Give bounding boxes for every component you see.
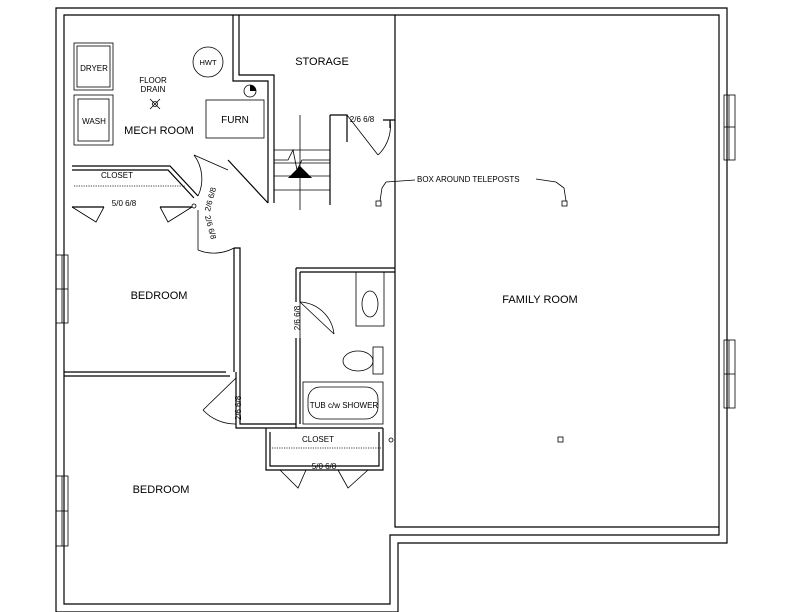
hot-water-tank-icon <box>192 46 224 78</box>
interior-walls <box>64 15 719 528</box>
room-label-storage: STORAGE <box>295 56 349 68</box>
outlet-icon-2 <box>388 437 394 443</box>
doors <box>71 114 391 489</box>
bath-fixtures <box>302 271 385 425</box>
door-label-mech: 2/6 6/8 <box>203 186 218 212</box>
room-label-bedroom2: BEDROOM <box>133 484 190 496</box>
window-right-top <box>723 94 736 161</box>
room-label-mech: MECH ROOM <box>124 125 194 137</box>
window-left-bottom <box>55 475 69 547</box>
outlets <box>191 203 394 443</box>
toilet-tank-icon <box>372 346 384 375</box>
labels: STORAGE MECH ROOM FAMILY ROOM BEDROOM BE… <box>80 56 578 496</box>
door-label-storage: 2/6 6/8 <box>350 115 375 124</box>
floor-drain-icon <box>149 98 161 110</box>
furnace-icon <box>205 99 265 139</box>
closet-label-1: CLOSET <box>101 171 133 180</box>
fixture-label-dryer: DRYER <box>80 64 108 73</box>
telepost-right-icon <box>561 200 568 207</box>
outlet-icon-1 <box>191 203 197 209</box>
exterior-walls <box>55 7 728 612</box>
fixture-label-wash: WASH <box>82 117 106 126</box>
stairs <box>274 115 330 210</box>
storage-door <box>346 114 391 156</box>
window-right-bottom <box>723 339 736 409</box>
bath-door <box>299 301 335 338</box>
fixture-label-drain: DRAIN <box>141 85 166 94</box>
closet-rods <box>74 185 381 449</box>
vanity-icon <box>355 271 385 327</box>
tub-icon <box>302 381 384 425</box>
bedroom1-door <box>197 210 235 254</box>
door-label-bedroom1: 2/6 6/8 <box>203 214 218 240</box>
room-label-bedroom1: BEDROOM <box>131 290 188 302</box>
door-label-bedroom2: 2/6 6/8 <box>234 395 243 420</box>
door-label-closet2: 5/0 6/8 <box>312 462 337 471</box>
fixture-label-furn: FURN <box>221 115 249 126</box>
telepost-left-icon <box>375 200 382 207</box>
telepost-bottom-icon <box>557 436 564 443</box>
stair-arrow-icon <box>288 166 312 178</box>
teleposts <box>375 178 568 443</box>
bedroom2-door <box>202 377 237 425</box>
mech-fixtures <box>73 42 265 146</box>
door-label-closet1: 5/0 6/8 <box>112 199 137 208</box>
fixture-label-tub: TUB c/w SHOWER <box>310 401 379 410</box>
stair-break-line <box>274 148 330 172</box>
door-label-bath: 2/6 6/8 <box>293 305 302 330</box>
closet1-doors <box>71 206 193 223</box>
fixture-label-hwt: HWT <box>199 58 216 67</box>
sink-icon <box>361 290 379 318</box>
dryer-icon <box>73 42 114 91</box>
closet2-doors <box>279 469 369 489</box>
closet-label-2: CLOSET <box>302 435 334 444</box>
room-label-family: FAMILY ROOM <box>502 294 577 306</box>
window-left-top <box>55 254 69 324</box>
toilet-bowl-icon <box>342 350 374 372</box>
washer-icon <box>73 94 114 146</box>
note-teleposts: BOX AROUND TELEPOSTS <box>417 175 520 184</box>
windows <box>55 94 736 547</box>
fixture-label-floor: FLOOR <box>139 76 167 85</box>
mech-room-door <box>193 154 229 197</box>
